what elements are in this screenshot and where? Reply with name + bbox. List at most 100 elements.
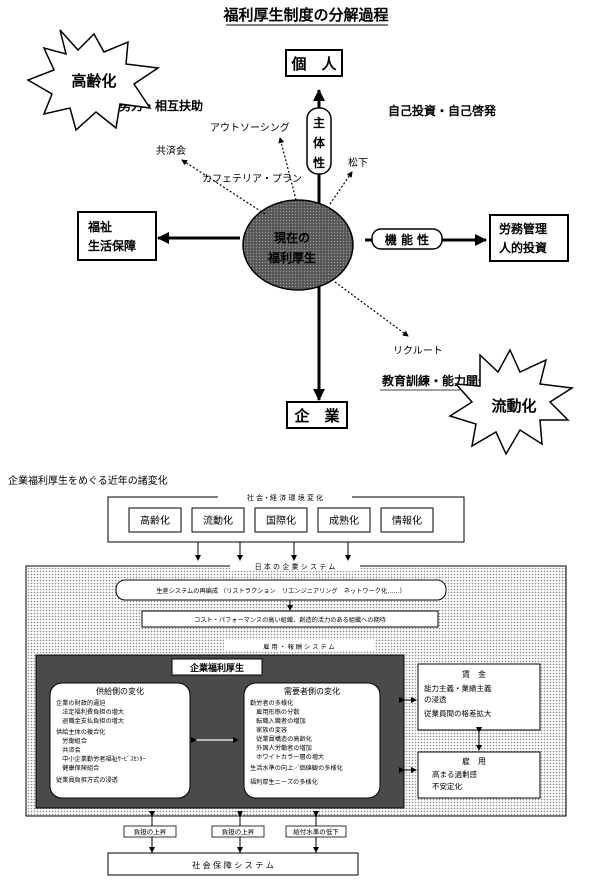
wage-line: の浸透 — [424, 695, 447, 704]
bottom-label: 負担の上昇 — [222, 827, 255, 836]
shutaisei-pill — [306, 107, 332, 175]
label-cafeteria: カフェテリア・プラン — [202, 173, 302, 185]
romu-box — [489, 214, 569, 262]
dotted-arrow-kyosaikai — [181, 159, 266, 215]
label-recruit: リクルート — [393, 345, 443, 357]
supply-line: 健康保険組合 — [56, 764, 99, 772]
wage-title: 賃 金 — [462, 669, 486, 679]
label-matsushita: 松下 — [348, 156, 368, 169]
supply-lines: 企業の財政的逼迫 法定福利費負担の増大 退職金支払負担の増大 供給主体の複合化 … — [56, 699, 146, 784]
bottom-label-box — [211, 825, 265, 838]
bottom-label-box — [285, 825, 347, 838]
env-item-box — [380, 507, 434, 533]
demand-lines: 勤労者の多様化 雇用形態の分散 転職入職者の増加 家族の変容 従業員構造の高齢化… — [250, 699, 343, 786]
env-label-bg — [218, 492, 352, 502]
restructure-pill — [115, 579, 447, 601]
supply-line: 供給主体の複合化 — [56, 728, 106, 736]
fukushi-label-2: 生活保障 — [88, 238, 136, 253]
supply-line: 企業の財政的逼迫 — [56, 699, 106, 707]
burst-koreika — [26, 29, 161, 132]
center-circle — [242, 199, 354, 291]
demand-line: 外国人労働者の増加 — [250, 744, 312, 752]
env-item-box — [128, 507, 182, 533]
demand-title: 需要者側の変化 — [284, 686, 340, 696]
center-label-2: 福利厚生 — [267, 250, 316, 265]
env-label: 社 会・経 済 環 境 変 化 — [247, 493, 323, 502]
demand-line: 生活水準の向上／価値観の多様化 — [250, 764, 343, 772]
env-item-box — [317, 507, 371, 533]
cost-label: コスト・パフォーマンスの高い組織、創造的活力のある組織への期待 — [194, 616, 386, 624]
employment-system-label-bg — [224, 640, 374, 651]
employ-line: 不安定化 — [432, 781, 462, 791]
supply-box — [49, 682, 191, 799]
fukushi-label-1: 福祉 — [87, 219, 112, 234]
fukushi-box — [77, 211, 157, 261]
label-outsourcing: アウトソーシング — [210, 121, 290, 134]
social-security-box — [107, 852, 359, 876]
env-item-label: 流動化 — [203, 514, 233, 527]
supply-line: 共済会 — [56, 746, 81, 754]
supply-line: 従業員負担方式の浸透 — [56, 776, 118, 784]
env-item-label: 高齢化 — [140, 514, 170, 527]
welfare-title: 企業福利厚生 — [189, 662, 244, 674]
shutaisei-char-2: 体 — [313, 135, 326, 150]
cost-box — [141, 610, 439, 628]
center-label-1: 現在の — [274, 230, 310, 245]
top-title: 福利厚生制度の分解過程 — [222, 6, 388, 24]
kinosei-pill — [371, 228, 443, 250]
shutaisei-char-1: 主 — [313, 115, 325, 130]
env-item-box — [191, 507, 245, 533]
wage-line: 従業員間の格差拡大 — [424, 708, 492, 718]
kojin-box — [285, 49, 343, 77]
demand-line: 従業員構造の高齢化 — [250, 735, 312, 743]
dotted-arrow-outsourcing — [278, 137, 297, 201]
label-kyosaikai: 共済会 — [156, 144, 186, 157]
env-item-label: 国際化 — [266, 514, 296, 527]
romu-label-2: 人的投資 — [499, 240, 547, 255]
label-jiko: 自己投資・自己啓発 — [388, 103, 497, 118]
bottom-label-box — [123, 825, 177, 838]
kinosei-label: 機 能 性 — [385, 232, 429, 247]
burst-ryudoka-label: 流動化 — [491, 397, 536, 415]
wage-line: 能力主義・業績主義 — [424, 683, 492, 693]
supply-line: 退職金支払負担の増大 — [56, 717, 124, 725]
shutaisei-char-3: 性 — [312, 155, 325, 170]
env-item-box — [254, 507, 308, 533]
bottom-title: 企業福利厚生をめぐる近年の諸変化 — [8, 474, 168, 487]
wage-box — [417, 663, 541, 731]
demand-line: 家族の変容 — [250, 726, 287, 734]
burst-ryudoka — [448, 348, 575, 456]
burst-koreika-label: 高齢化 — [71, 72, 116, 90]
employ-line: 高まる過剰感 — [432, 769, 477, 779]
supply-line: 中小企業勤労者福祉ｻｰﾋﾞｽｾﾝﾀｰ — [56, 755, 146, 763]
bottom-label: 負担の上昇 — [134, 827, 167, 836]
dotted-arrow-recruit — [334, 281, 409, 337]
restructure-label: 生産システムの再編成 （リストラクション リエンジニアリング ネットワーク化……… — [156, 587, 405, 595]
env-item-label: 成熟化 — [329, 514, 359, 527]
social-security-label: 社 会 保 障 シ ス テ ム — [192, 860, 274, 870]
demand-line: 福利厚生ニーズの多様化 — [250, 778, 318, 786]
kojin-label: 個 人 — [290, 55, 337, 73]
demand-line: ホワイトカラー層の増大 — [250, 753, 324, 761]
employ-title: 雇 用 — [462, 756, 486, 766]
japan-system-label: 日 本 の 企 業 シ ス テ ム — [255, 562, 336, 571]
employment-system-label: 雇 用 ・ 報 酬 シ ス テ ム — [263, 643, 334, 651]
demand-line: 転職入職者の増加 — [250, 717, 306, 725]
env-items: 高齢化 流動化 国際化 成熟化 情報化 — [128, 507, 434, 533]
supply-line: 労働組合 — [56, 737, 87, 745]
supply-title: 供給側の変化 — [96, 686, 144, 696]
romu-label-1: 労務管理 — [499, 221, 547, 236]
demand-line: 勤労者の多様化 — [250, 699, 293, 707]
japan-system-label-bg — [230, 561, 360, 571]
dotted-arrow-matsushita — [329, 171, 353, 205]
supply-line: 法定福利費負担の増大 — [56, 708, 124, 716]
bottom-label: 給付水準の低下 — [293, 827, 339, 836]
welfare-title-box — [171, 658, 263, 676]
employ-box — [417, 751, 541, 799]
kigyo-label: 企 業 — [293, 407, 340, 425]
env-item-label: 情報化 — [392, 514, 422, 527]
kigyo-box — [286, 401, 348, 429]
demand-box — [243, 682, 381, 799]
demand-line: 雇用形態の分散 — [250, 708, 300, 716]
